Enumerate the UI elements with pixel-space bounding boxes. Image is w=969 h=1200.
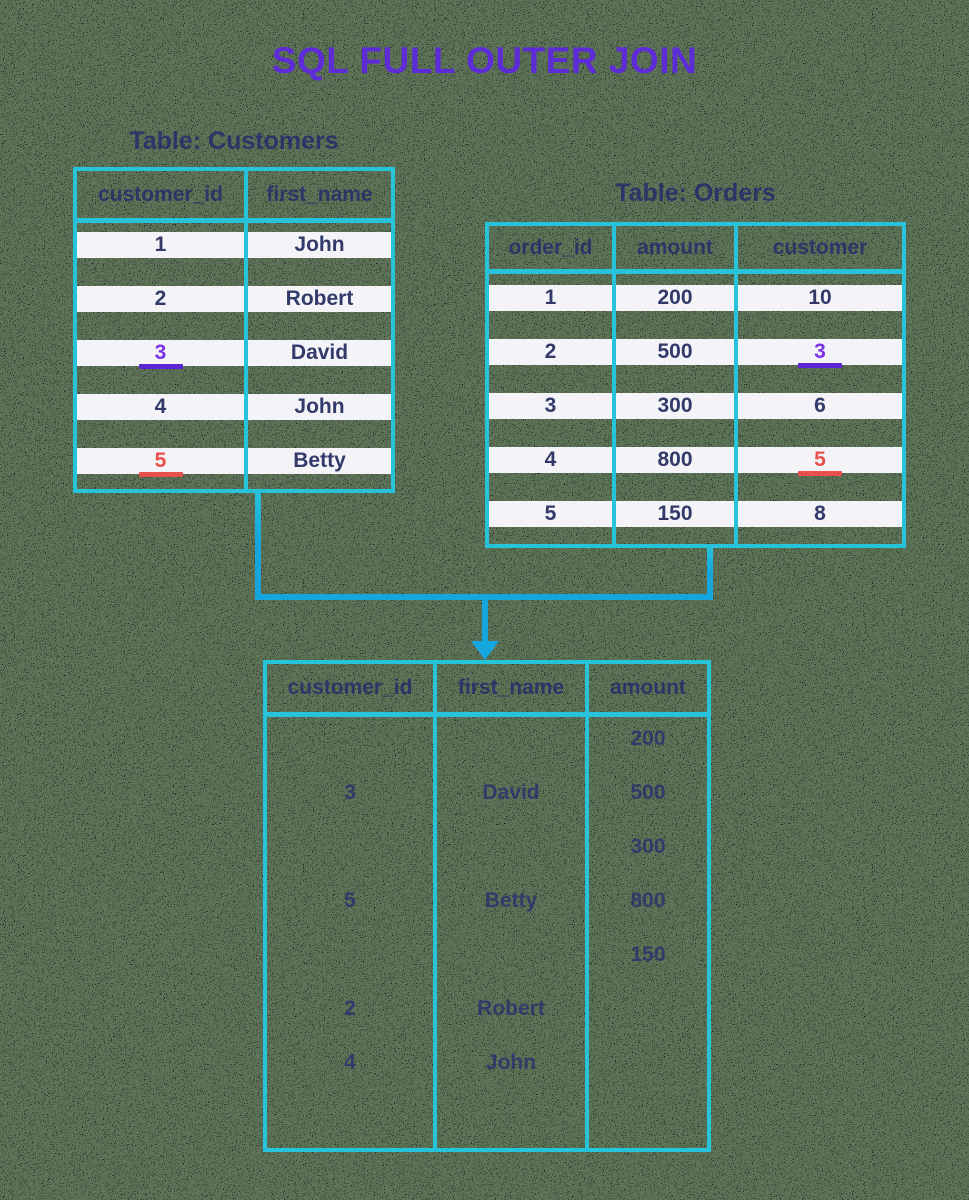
connector-from-orders (707, 548, 713, 600)
highlighted-match-purple: 3 (154, 341, 167, 364)
arrow-down-icon (471, 641, 499, 660)
cell-customer-id: 4 (154, 395, 167, 418)
connector-from-customers (255, 493, 261, 600)
cell-customer-id: 2 (154, 287, 167, 310)
cell-customer: 10 (808, 286, 832, 309)
cell-customer-id (267, 928, 433, 982)
result-header-customer-id: customer_id (287, 676, 413, 699)
cell-first-name: Robert (477, 997, 545, 1020)
table-row: 1 200 10 (489, 285, 902, 311)
cell-first-name (437, 820, 585, 874)
cell-customer-id: 3 (344, 781, 356, 804)
result-header-first-name: first_name (457, 676, 565, 699)
cell-customer-id: 5 (344, 889, 356, 912)
orders-header-order-id: order_id (508, 236, 593, 259)
customers-header-first-name: first_name (266, 183, 373, 206)
orders-header-customer: customer (772, 236, 868, 259)
column-divider (244, 171, 248, 489)
result-row: 2 Robert (267, 982, 707, 1036)
cell-amount: 500 (630, 781, 666, 804)
cell-amount (589, 1036, 707, 1090)
column-divider (433, 664, 437, 1148)
table-row: 3 300 6 (489, 393, 902, 419)
table-row: 4 800 5 (489, 447, 902, 473)
result-row: 3 David 500 (267, 766, 707, 820)
result-table: customer_id first_name amount 200 3 Davi… (263, 660, 711, 1152)
column-divider (734, 226, 738, 544)
table-row: 5 Betty (77, 448, 391, 474)
result-header-amount: amount (610, 676, 686, 699)
cell-amount: 800 (630, 889, 666, 912)
cell-order-id: 2 (544, 340, 557, 363)
table-row: 1 John (77, 232, 391, 258)
table-row: 2 Robert (77, 286, 391, 312)
cell-amount (589, 982, 707, 1036)
cell-customer: 8 (814, 502, 826, 525)
cell-amount: 500 (657, 340, 693, 363)
cell-amount: 150 (630, 943, 666, 966)
cell-amount: 200 (657, 286, 693, 309)
highlighted-match-red: 5 (814, 448, 826, 471)
header-separator (489, 269, 902, 274)
cell-order-id: 3 (544, 394, 557, 417)
cell-customer-id: 5 (77, 448, 244, 474)
cell-order-id: 4 (544, 448, 557, 471)
cell-amount: 800 (657, 448, 693, 471)
cell-order-id: 1 (544, 286, 557, 309)
cell-amount: 300 (657, 394, 693, 417)
page-title: SQL FULL OUTER JOIN (271, 40, 698, 81)
cell-first-name (437, 928, 585, 982)
highlighted-match-red: 5 (154, 449, 167, 472)
result-row: 300 (267, 820, 707, 874)
orders-table: order_id amount customer 1 200 10 2 500 … (485, 222, 906, 548)
table-row: 2 500 3 (489, 339, 902, 365)
cell-first-name (437, 712, 585, 766)
column-divider (612, 226, 616, 544)
header-separator (267, 712, 707, 717)
customers-table: customer_id first_name 1 John 2 Robert 3… (73, 167, 395, 493)
cell-first-name: David (290, 341, 349, 364)
cell-customer-id: 4 (344, 1051, 356, 1074)
cell-first-name: Betty (293, 449, 346, 472)
customers-header-customer-id: customer_id (98, 183, 223, 206)
cell-amount: 200 (630, 727, 666, 750)
connector-horizontal (255, 594, 713, 600)
cell-customer-id: 1 (154, 233, 167, 256)
cell-amount: 150 (657, 502, 693, 525)
cell-first-name: David (482, 781, 540, 804)
cell-first-name: John (485, 1051, 537, 1074)
cell-first-name: Betty (484, 889, 538, 912)
result-row: 5 Betty 800 (267, 874, 707, 928)
cell-customer: 3 (738, 339, 902, 365)
cell-customer: 6 (814, 394, 826, 417)
result-row: 4 John (267, 1036, 707, 1090)
cell-customer-id (267, 712, 433, 766)
table-row: 4 John (77, 394, 391, 420)
highlighted-match-purple: 3 (814, 340, 826, 363)
column-divider (585, 664, 589, 1148)
cell-first-name: John (294, 395, 345, 418)
orders-header-amount: amount (637, 236, 713, 259)
cell-amount: 300 (630, 835, 666, 858)
cell-first-name: John (294, 233, 345, 256)
cell-customer-id: 2 (344, 997, 356, 1020)
cell-first-name: Robert (285, 287, 354, 310)
cell-customer-id (267, 820, 433, 874)
orders-table-caption: Table: Orders (615, 179, 776, 207)
cell-customer-id: 3 (77, 340, 244, 366)
cell-order-id: 5 (544, 502, 557, 525)
cell-customer: 5 (738, 447, 902, 473)
table-row: 5 150 8 (489, 501, 902, 527)
result-row: 150 (267, 928, 707, 982)
result-row: 200 (267, 712, 707, 766)
customers-table-caption: Table: Customers (129, 127, 339, 155)
header-separator (77, 218, 391, 223)
connector-arrow-stem (482, 598, 488, 642)
table-row: 3 David (77, 340, 391, 366)
